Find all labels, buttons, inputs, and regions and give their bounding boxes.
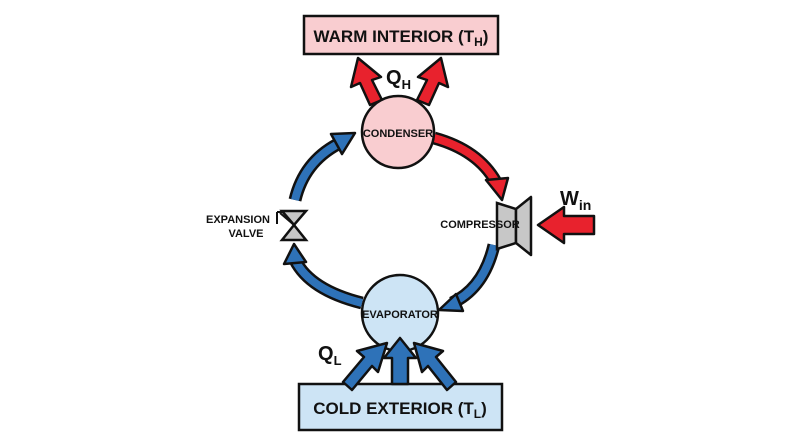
warm-interior-label: WARM INTERIOR (TH) [314, 27, 489, 49]
evaporator-to-valve-arrow [282, 242, 364, 310]
evaporator-label: EVAPORATOR [362, 309, 438, 321]
cold-exterior-label: COLD EXTERIOR (TL) [313, 399, 487, 421]
condenser-node: CONDENSER [360, 94, 436, 170]
qh-arrow-right [415, 56, 450, 107]
ql-label: QL [318, 343, 342, 368]
compressor-to-evaporator-arrow [437, 243, 501, 313]
compressor-label: COMPRESSOR [440, 219, 520, 231]
expansion-valve-label-line1: EXPANSION [206, 214, 270, 226]
condenser-label: CONDENSER [363, 128, 433, 140]
valve-to-condenser-arrow [288, 131, 357, 202]
expansion-valve-node: EXPANSION VALVE [206, 209, 309, 242]
expansion-valve-label-line2: VALVE [228, 228, 263, 240]
compressor-node: COMPRESSOR [440, 195, 533, 257]
ql-heat-arrows [341, 336, 458, 392]
cold-exterior-box: COLD EXTERIOR (TL) [297, 382, 504, 432]
work-input-arrow [536, 205, 596, 245]
ql-arrow-left [341, 341, 389, 392]
ql-arrow-right [412, 341, 458, 392]
condenser-to-compressor-arrow [432, 131, 510, 202]
qh-label: QH [386, 67, 411, 92]
win-label: Win [560, 188, 591, 213]
warm-interior-box: WARM INTERIOR (TH) [302, 14, 500, 56]
qh-heat-arrows [349, 56, 450, 107]
ql-arrow-center [382, 336, 418, 386]
qh-arrow-left [349, 56, 384, 107]
